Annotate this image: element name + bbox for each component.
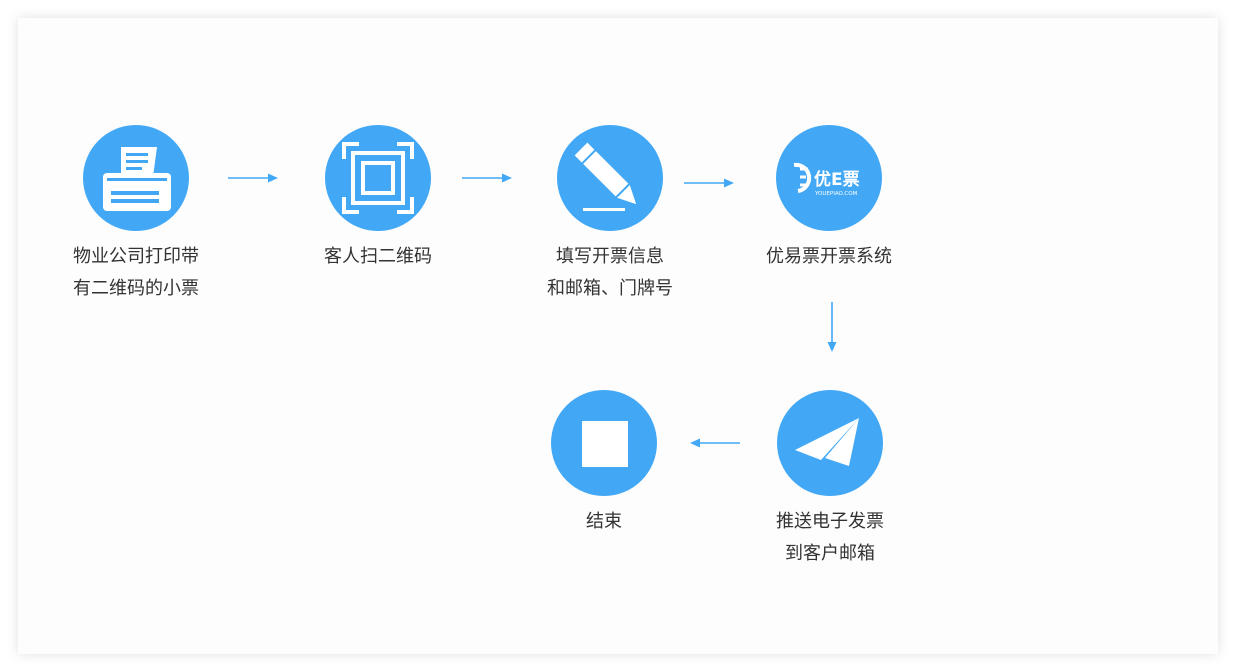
step-push-circle <box>777 390 883 496</box>
arrow-right-1 <box>228 173 278 183</box>
logo-subtext: YOUEPIAO.COM <box>814 191 858 197</box>
flow-card: 物业公司打印带 有二维码的小票 客人扫二维码 <box>18 18 1218 654</box>
step-fill-circle <box>557 125 663 231</box>
step-fill: 填写开票信息 和邮箱、门牌号 <box>547 125 673 299</box>
step-scan-label: 客人扫二维码 <box>324 246 432 267</box>
step-system-circle: 优E票 YOUEPIAO.COM <box>776 125 882 231</box>
logo-text: 优E票 <box>814 169 860 190</box>
arrow-right-3 <box>684 178 734 188</box>
step-fill-label: 填写开票信息 和邮箱、门牌号 <box>547 246 673 299</box>
pencil-icon <box>574 142 637 211</box>
step-print: 物业公司打印带 有二维码的小票 <box>73 125 199 299</box>
step-end: 结束 <box>551 390 657 532</box>
stop-square-icon <box>582 421 628 467</box>
arrow-right-2 <box>462 173 512 183</box>
step-end-circle <box>551 390 657 496</box>
printer-icon <box>103 147 171 211</box>
step-end-label: 结束 <box>586 511 622 532</box>
qr-scan-frame-icon <box>342 142 414 214</box>
step-system-label: 优易票开票系统 <box>766 246 892 267</box>
paper-plane-icon <box>795 418 859 466</box>
step-system: 优E票 YOUEPIAO.COM 优易票开票系统 <box>766 125 892 267</box>
arrow-left-1 <box>690 438 740 448</box>
step-print-label: 物业公司打印带 有二维码的小票 <box>73 246 199 299</box>
step-push-label: 推送电子发票 到客户邮箱 <box>776 511 884 564</box>
step-push: 推送电子发票 到客户邮箱 <box>776 390 884 564</box>
youepiao-logo-icon: 优E票 YOUEPIAO.COM <box>793 162 860 197</box>
step-scan: 客人扫二维码 <box>324 125 432 267</box>
step-scan-circle <box>325 125 431 231</box>
arrow-down-1 <box>827 302 837 352</box>
step-print-circle <box>83 125 189 231</box>
